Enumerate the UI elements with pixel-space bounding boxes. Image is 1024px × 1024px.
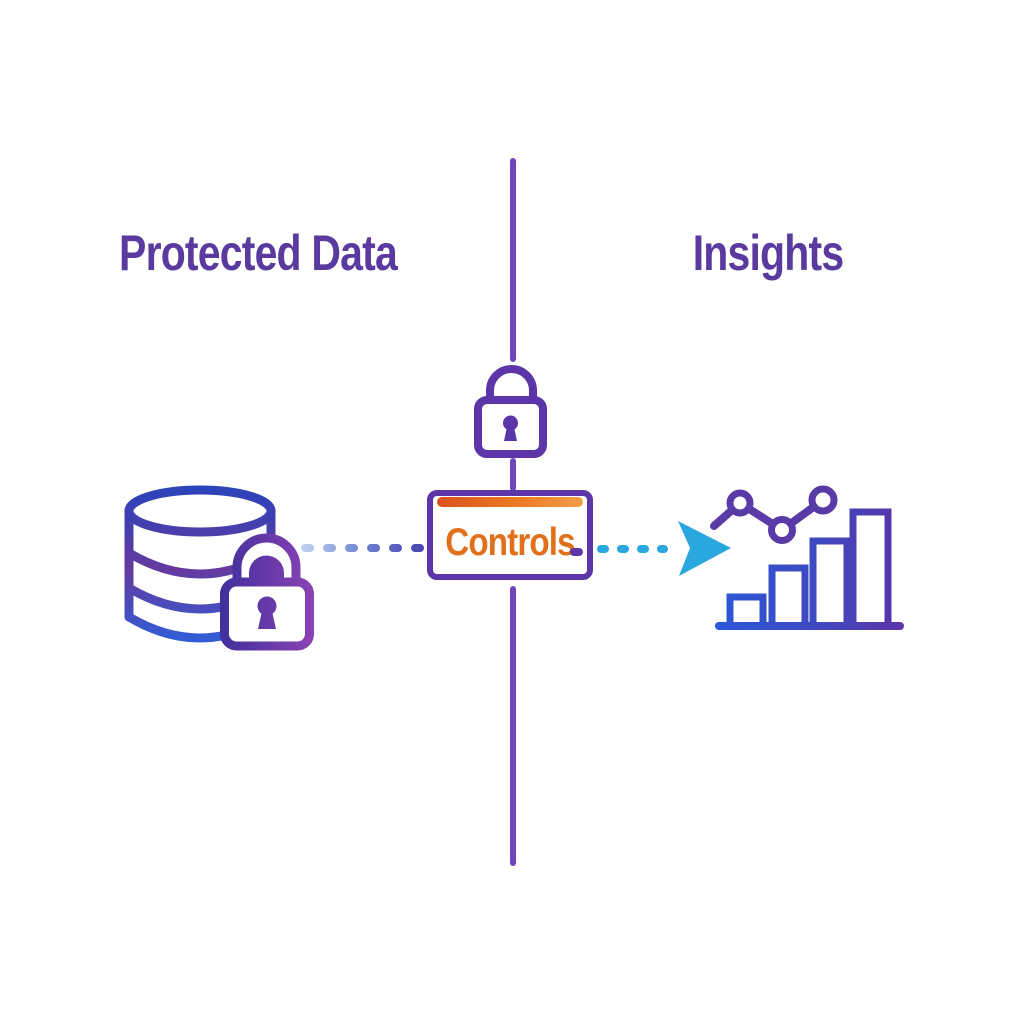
- controls-box: Controls: [427, 490, 593, 580]
- padlock-icon: [474, 365, 547, 458]
- trend-line-icon: [710, 485, 838, 544]
- keyhole-icon: [257, 596, 277, 629]
- bar-chart-trend-icon: [710, 485, 904, 630]
- divider-line-bottom: [510, 586, 516, 866]
- divider-line-middle: [510, 458, 516, 491]
- controls-inner-dash: [570, 548, 583, 556]
- left-section-label: Protected Data: [119, 225, 398, 281]
- bar-4: [849, 508, 892, 630]
- bar-2: [768, 564, 809, 630]
- bar-1: [726, 593, 767, 630]
- right-section-label: Insights: [692, 225, 844, 281]
- arrowhead-icon: [678, 521, 731, 576]
- controls-title-bar: [437, 497, 583, 507]
- database-lock-icon: [220, 533, 314, 651]
- keyhole-icon: [503, 415, 518, 441]
- divider-line-top: [510, 158, 516, 362]
- dashed-arrow-right: [597, 521, 731, 576]
- controls-label: Controls: [445, 521, 575, 564]
- bar-3: [809, 537, 851, 630]
